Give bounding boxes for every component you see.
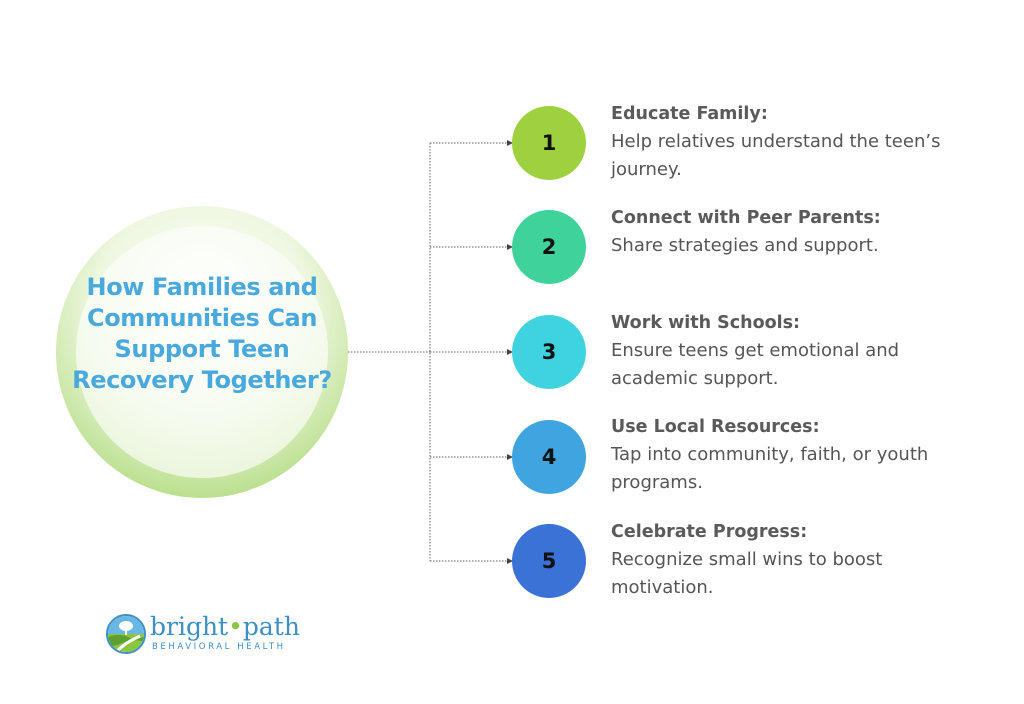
logo-landscape-icon (106, 614, 146, 654)
step-4-circle: 4 (512, 420, 586, 494)
brightpath-logo: bright•path BEHAVIORAL HEALTH (106, 612, 306, 656)
step-4-description: Tap into community, faith, or youth prog… (611, 444, 929, 493)
step-4-number: 4 (541, 445, 557, 469)
step-3-text: Work with Schools: Ensure teens get emot… (611, 310, 971, 393)
step-2-text: Connect with Peer Parents: Share strateg… (611, 205, 971, 260)
logo-name-part1: bright (150, 612, 229, 641)
step-2-title: Connect with Peer Parents: (611, 208, 881, 228)
step-2-description: Share strategies and support. (611, 235, 879, 256)
step-5-text: Celebrate Progress: Recognize small wins… (611, 519, 971, 602)
step-5-circle: 5 (512, 524, 586, 598)
central-circle-inner (76, 226, 328, 478)
step-5-title: Celebrate Progress: (611, 522, 808, 542)
step-5-number: 5 (541, 549, 557, 573)
step-5-description: Recognize small wins to boost motivation… (611, 549, 883, 598)
step-1-text: Educate Family: Help relatives understan… (611, 101, 971, 184)
step-3-number: 3 (541, 340, 557, 364)
logo-name-part2: path (242, 612, 300, 641)
step-1-circle: 1 (512, 106, 586, 180)
logo-wordmark: bright•path (150, 612, 300, 642)
central-title: How Families and Communities Can Support… (72, 273, 332, 394)
step-3-description: Ensure teens get emotional and academic … (611, 340, 900, 389)
logo-subtitle: BEHAVIORAL HEALTH (152, 642, 286, 652)
step-4-title: Use Local Resources: (611, 417, 820, 437)
step-1-number: 1 (541, 131, 557, 155)
step-2-circle: 2 (512, 210, 586, 284)
logo-separator: • (228, 612, 243, 641)
step-3-circle: 3 (512, 315, 586, 389)
step-1-title: Educate Family: (611, 104, 768, 124)
step-3-title: Work with Schools: (611, 313, 801, 333)
step-4-text: Use Local Resources: Tap into community,… (611, 414, 971, 497)
step-2-number: 2 (541, 235, 557, 259)
step-1-description: Help relatives understand the teen’s jou… (611, 131, 941, 180)
